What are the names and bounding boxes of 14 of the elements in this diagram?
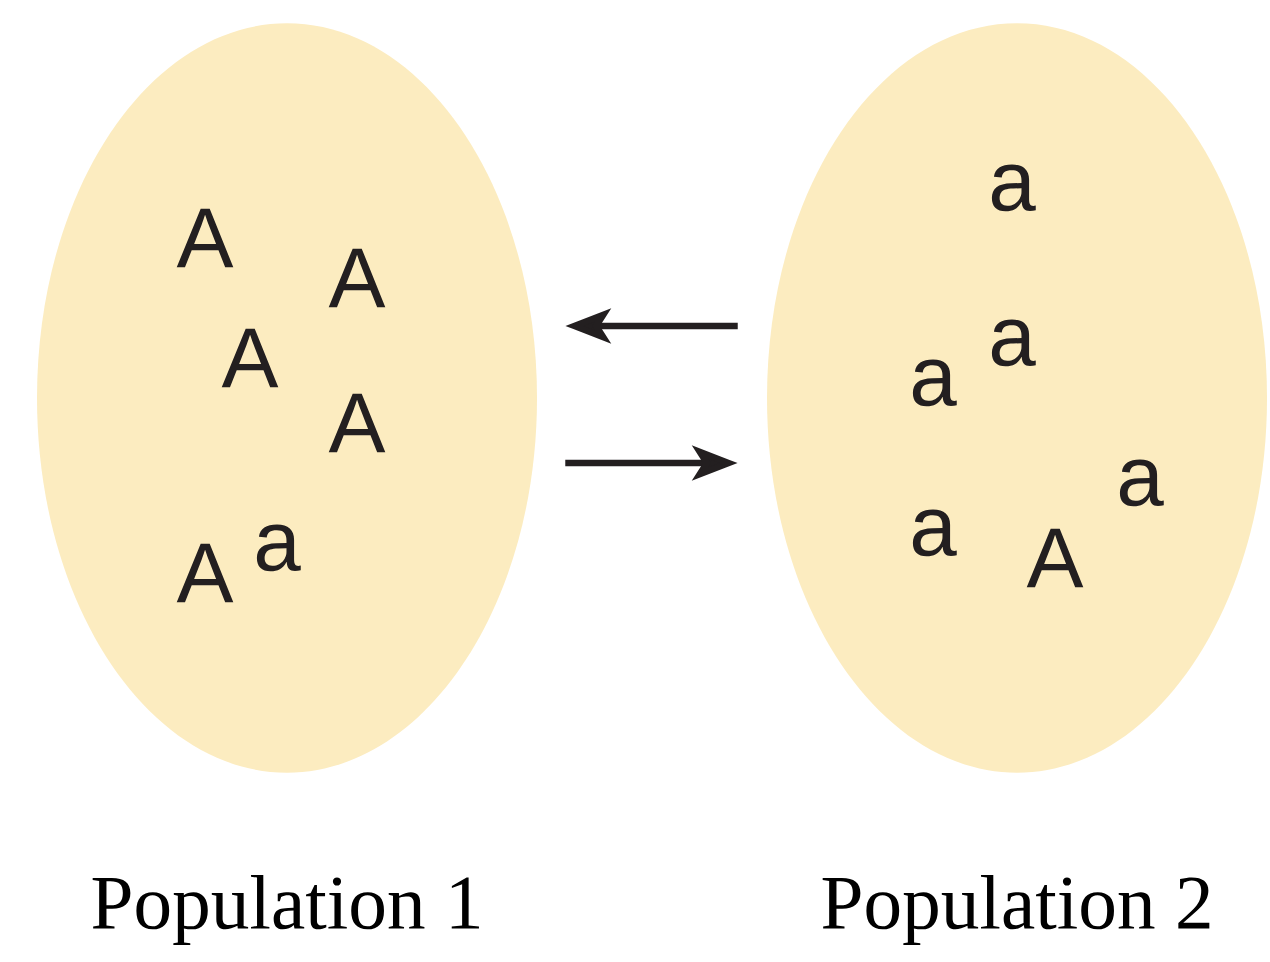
allele-letter: a <box>991 164 1036 212</box>
allele-letter: A <box>328 393 386 453</box>
population-label: Population 2 <box>822 874 1210 946</box>
allele-letter: A <box>1026 528 1084 588</box>
allele-letter: a <box>991 319 1036 367</box>
population-label: Population 1 <box>92 874 479 946</box>
allele-letter: a <box>1119 459 1164 507</box>
allele-letter: a <box>912 359 957 407</box>
allele-letter: A <box>221 328 279 388</box>
allele-letter: A <box>176 543 234 603</box>
allele-letter: A <box>176 208 234 268</box>
allele-letter: a <box>912 509 957 557</box>
allele-letter: A <box>328 248 386 308</box>
allele-letter: a <box>256 524 301 572</box>
